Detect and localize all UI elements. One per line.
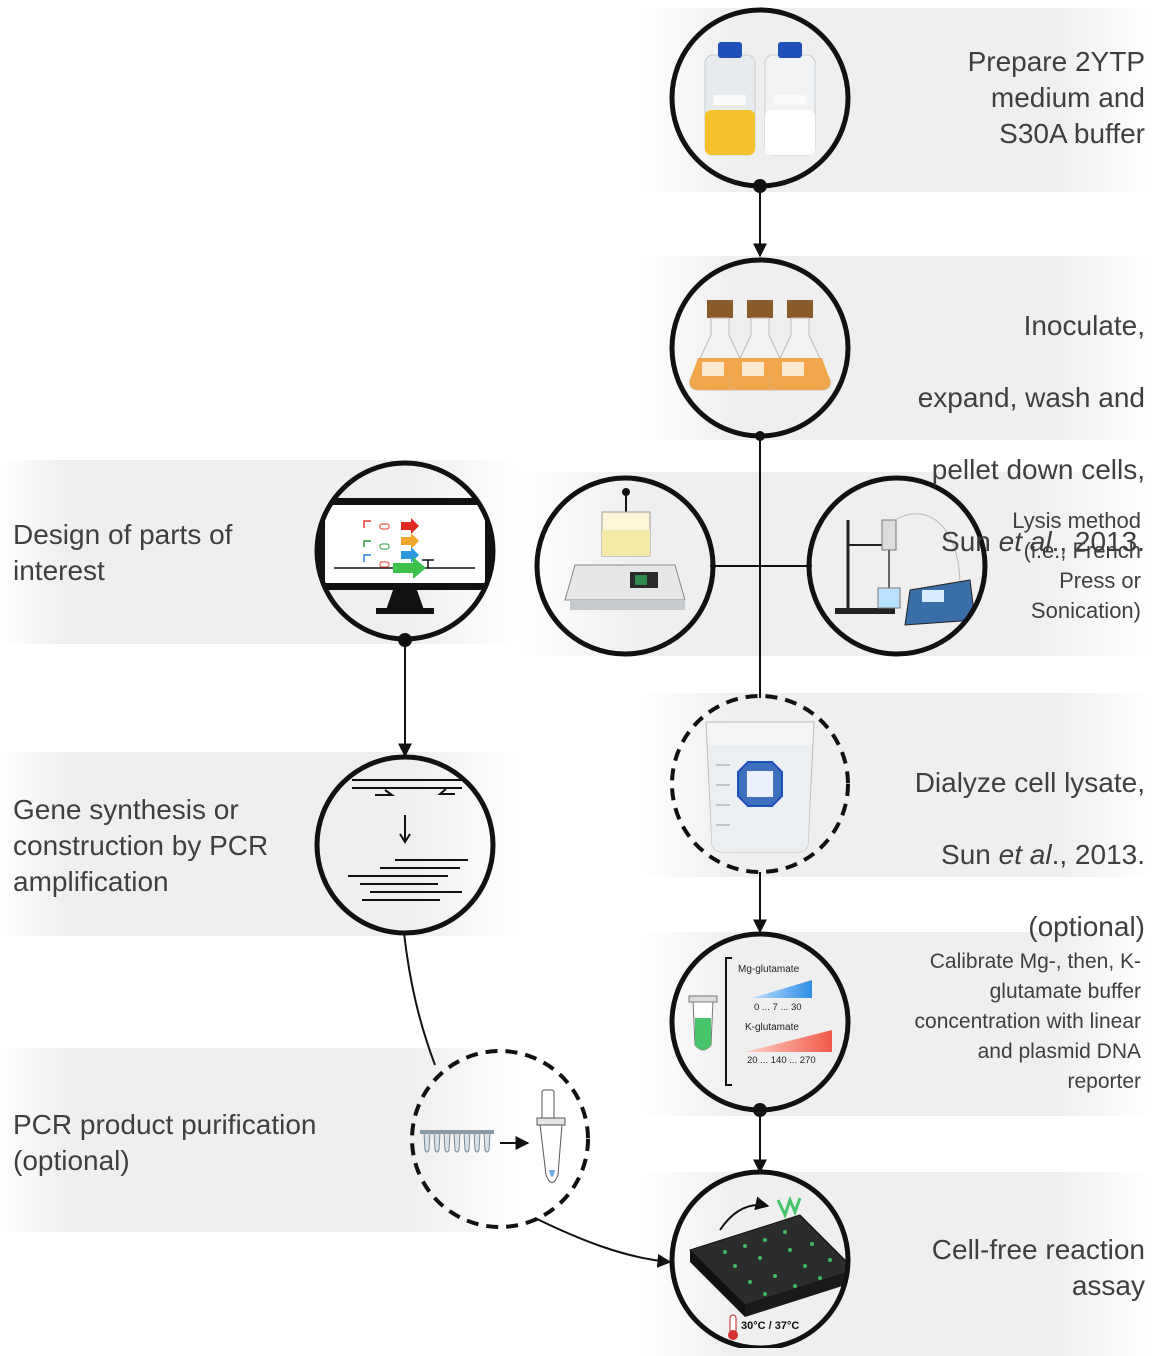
- band-synthesis: [0, 752, 520, 936]
- step-circle-prepare: [669, 7, 851, 189]
- label-synthesis: Gene synthesis or construction by PCR am…: [13, 794, 269, 897]
- label-dialyze-line3: (optional): [1028, 911, 1145, 942]
- french-press-icon: [564, 488, 686, 610]
- label-dialyze-line1: Dialyze cell lysate,: [914, 767, 1145, 798]
- flasks-icon: [689, 300, 831, 391]
- step-circle-sonicator: [806, 475, 988, 657]
- tubes-icon: [420, 1089, 566, 1183]
- label-lysis: Lysis method (i.e., French Press or Soni…: [1012, 508, 1141, 623]
- step-circle-dialyze: [670, 694, 850, 874]
- step-circle-inoculate: [669, 257, 851, 439]
- plate-icon: 30°C / 37°C: [689, 1195, 846, 1340]
- connectors: [398, 186, 811, 1268]
- pcr-icon: [348, 779, 468, 901]
- mg-ramp: [752, 980, 812, 998]
- monitor-icon: [319, 498, 491, 614]
- step-circle-design: [314, 460, 496, 642]
- label-inoculate-line2: expand, wash and: [917, 382, 1145, 413]
- label-prepare: Prepare 2YTP medium and S30A buffer: [967, 46, 1145, 149]
- step-circle-synthesis: [314, 754, 496, 936]
- label-inoculate-line4-post: ., 2013.: [1051, 526, 1145, 557]
- mg-scale: 0 ... 7 ... 30: [754, 1002, 802, 1013]
- label-dialyze-line2-pre: Sun: [941, 839, 999, 870]
- mg-title: Mg-glutamate: [738, 964, 800, 975]
- label-dialyze-line2-em: et al: [998, 839, 1052, 870]
- step-circle-assay: [669, 1169, 851, 1348]
- step-circle-french-press: [534, 475, 716, 657]
- label-inoculate-line4-pre: Sun: [941, 526, 999, 557]
- connector-dots: [398, 179, 812, 1117]
- k-ramp: [745, 1030, 832, 1052]
- k-title: K-glutamate: [745, 1022, 799, 1033]
- label-inoculate-line4-em: et al: [998, 526, 1052, 557]
- label-inoculate-line1: Inoculate,: [1023, 310, 1145, 341]
- label-inoculate-line3: pellet down cells,: [931, 454, 1145, 485]
- step-circle-calibrate: [669, 931, 851, 1113]
- label-inoculate: Inoculate, expand, wash and pellet down …: [845, 272, 1145, 560]
- sonicator-icon: [835, 513, 976, 626]
- label-dialyze-line2-post: ., 2013.: [1051, 839, 1145, 870]
- label-calibrate: Calibrate Mg-, then, K- glutamate buffer…: [914, 950, 1141, 1093]
- calibration-icon: Mg-glutamate 0 ... 7 ... 30 K-glutamate …: [688, 957, 832, 1086]
- beaker-icon: [705, 721, 815, 853]
- temperature-label: 30°C / 37°C: [741, 1320, 799, 1332]
- bottles-icon: [704, 42, 816, 156]
- k-scale: 20 ... 140 ... 270: [747, 1055, 816, 1066]
- label-purification: PCR product purification (optional): [13, 1109, 317, 1176]
- step-circle-purification: [410, 1049, 590, 1229]
- label-dialyze: Dialyze cell lysate, Sun et al., 2013. (…: [845, 729, 1145, 945]
- label-assay: Cell-free reaction assay: [931, 1234, 1145, 1301]
- label-design: Design of parts of interest: [13, 519, 233, 586]
